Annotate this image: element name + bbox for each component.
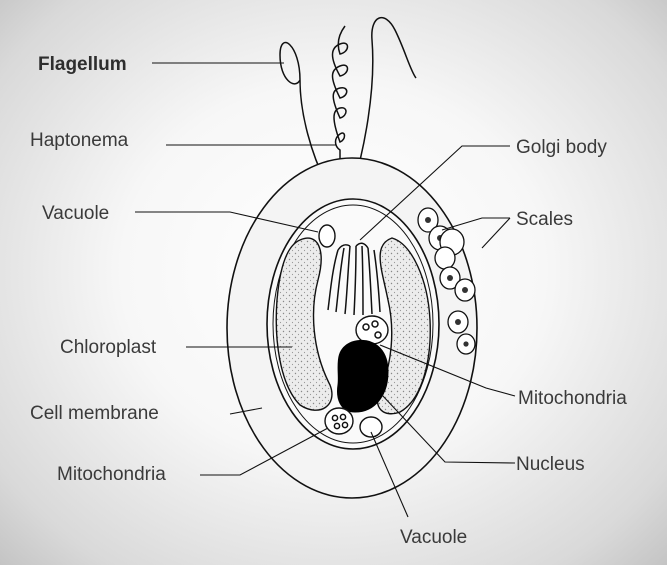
haptonema xyxy=(331,25,349,186)
label-scales: Scales xyxy=(516,209,573,230)
leader-mitochondria-right xyxy=(379,344,516,397)
leader-scales-1 xyxy=(441,217,510,231)
label-nucleus: Nucleus xyxy=(516,454,585,475)
label-vacuole-bottom: Vacuole xyxy=(400,527,467,548)
chloroplast-left xyxy=(275,237,333,411)
leader-lines xyxy=(135,62,516,518)
chloroplast-right xyxy=(376,237,431,415)
label-cell-membrane: Cell membrane xyxy=(30,403,159,424)
vacuole-top xyxy=(318,224,336,248)
golgi-body xyxy=(327,242,381,316)
mitochondrion-upper xyxy=(355,315,389,345)
leader-cell-membrane xyxy=(229,407,263,415)
nucleus xyxy=(337,340,389,413)
leader-nucleus xyxy=(381,394,516,464)
flagellum-right xyxy=(352,17,417,187)
label-mitochondria-right: Mitochondria xyxy=(518,388,627,409)
label-mitochondria-left: Mitochondria xyxy=(57,464,166,485)
label-vacuole-top: Vacuole xyxy=(42,203,109,224)
label-chloroplast: Chloroplast xyxy=(60,337,157,358)
vacuole-bottom xyxy=(359,416,383,438)
label-golgi-body: Golgi body xyxy=(516,137,607,158)
scales xyxy=(417,207,476,355)
label-flagellum: Flagellum xyxy=(38,54,127,75)
cell-inner-ring xyxy=(272,204,434,444)
leader-mitochondria-left xyxy=(200,427,329,476)
leader-scales-2 xyxy=(481,217,511,249)
mitochondrion-lower xyxy=(324,407,354,435)
leader-golgi xyxy=(359,145,510,241)
label-haptonema: Haptonema xyxy=(30,130,129,151)
leader-vacuole-top xyxy=(135,211,319,233)
leader-vacuole-bottom xyxy=(370,431,409,518)
flagellum-left xyxy=(279,42,327,184)
